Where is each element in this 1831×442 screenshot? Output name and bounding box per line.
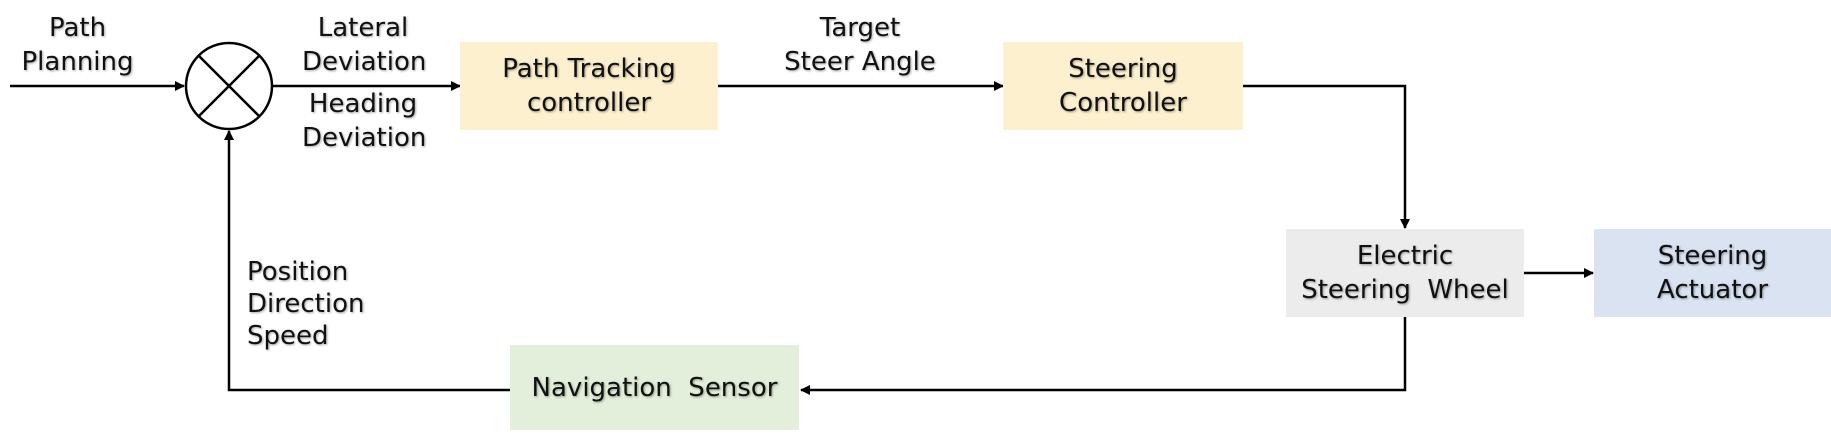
arrow-steering-controller-to-wheel <box>1243 84 1410 229</box>
signal-label-line-1: Heading <box>308 89 418 119</box>
block-label-line-1: Steering <box>1068 54 1178 84</box>
signal-label-line-2: Deviation <box>302 47 427 77</box>
arrow-feedback-to-junction <box>224 130 510 392</box>
signal-label-line-2: Deviation <box>302 123 427 153</box>
block-label-line-1: Navigation Sensor <box>531 372 778 403</box>
block-label-line-1: Steering <box>1657 241 1768 271</box>
arrow-wheel-to-navigation-sensor <box>800 317 1407 395</box>
signal-label-line-1: Target <box>819 13 901 43</box>
summing-junction <box>184 41 274 131</box>
block-label-line-2: controller <box>526 88 652 118</box>
block-label-line-1: Electric <box>1356 241 1454 271</box>
signal-label-line-1: Lateral <box>317 13 409 43</box>
input-label-line-1: Path <box>48 13 107 43</box>
input-label-path-planning: Path Planning <box>20 11 135 79</box>
signal-label-feedback: Position Direction Speed <box>247 256 364 352</box>
block-label-line-2: Actuator <box>1656 275 1769 305</box>
signal-label-line-1: Position <box>247 257 349 287</box>
signal-label-line-2: Direction <box>247 289 365 319</box>
block-steering-actuator: Steering Actuator <box>1594 229 1831 317</box>
block-path-tracking-controller: Path Tracking controller <box>460 42 718 130</box>
block-navigation-sensor: Navigation Sensor <box>510 345 799 430</box>
signal-label-line-3: Speed <box>247 321 329 351</box>
block-label-line-1: Path Tracking <box>502 54 676 84</box>
signal-label-line-2: Steer Angle <box>784 47 936 77</box>
signal-label-target-steer-angle: Target Steer Angle <box>780 11 940 79</box>
block-label-line-2: Controller <box>1059 88 1187 118</box>
signal-label-lateral-deviation: Lateral Deviation <box>302 11 427 79</box>
block-steering-controller: Steering Controller <box>1003 42 1243 130</box>
block-electric-steering-wheel: Electric Steering Wheel <box>1286 229 1524 317</box>
signal-label-heading-deviation: Heading Deviation <box>302 87 427 155</box>
input-label-line-2: Planning <box>21 47 134 77</box>
block-label-line-2: Steering Wheel <box>1301 275 1509 305</box>
